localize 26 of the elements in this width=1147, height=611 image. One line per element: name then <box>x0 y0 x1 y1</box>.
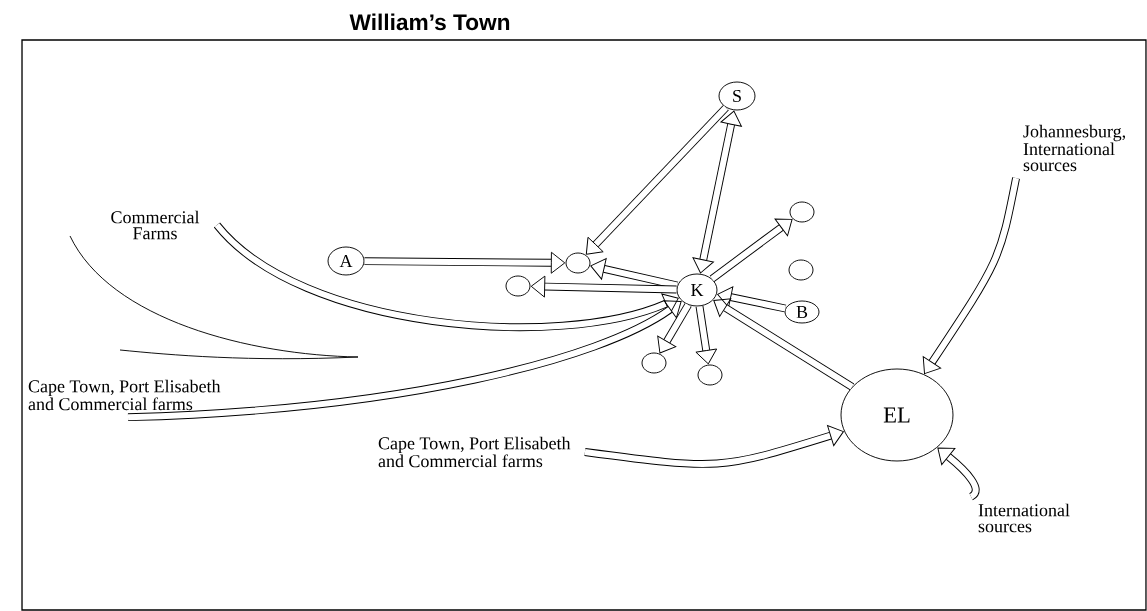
arrow <box>695 305 718 365</box>
empty-circle <box>697 364 723 386</box>
empty-circle <box>789 201 815 223</box>
arrow <box>692 110 742 274</box>
empty-circle <box>641 352 667 374</box>
empty-circle <box>788 259 814 281</box>
arrow <box>585 104 729 255</box>
empty-circle <box>565 252 591 274</box>
arrow <box>657 302 692 354</box>
arrow <box>364 251 566 274</box>
arrow <box>717 286 787 313</box>
source-label: Cape Town, Port Elisabeth and Commercial farms <box>378 436 571 468</box>
arrow <box>709 218 793 282</box>
arrow <box>530 275 677 298</box>
title: William’s Town <box>349 13 510 31</box>
arrow <box>922 177 1020 375</box>
source-label: Cape Town, Port Elisabeth and Commercial farms <box>28 379 221 411</box>
source-label: Johannesburg, International sources <box>1023 124 1125 172</box>
source-label: Commercial Farms <box>111 210 200 240</box>
arrow <box>713 298 855 391</box>
arrow <box>937 447 980 500</box>
arrow <box>584 425 844 468</box>
arrow <box>214 222 679 332</box>
arrow <box>127 300 682 422</box>
empty-circle <box>505 275 531 297</box>
source-label: International sources <box>978 503 1070 533</box>
